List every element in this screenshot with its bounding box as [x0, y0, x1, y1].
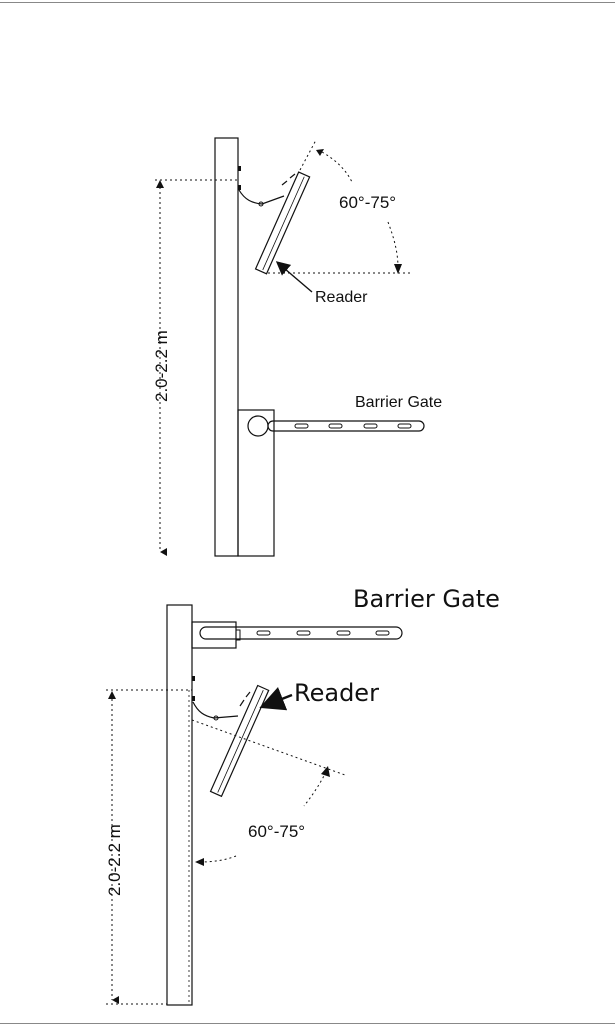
bottom-post	[167, 605, 192, 1005]
top-diagram: 60°-75° Reader Barrier Gate 2.0-2.2 m	[152, 138, 442, 556]
top-gate-housing	[238, 410, 274, 556]
bottom-reader-label: Reader	[294, 679, 379, 707]
bottom-angle-extension	[192, 720, 345, 775]
bottom-gate-arm	[200, 627, 402, 639]
top-reader-pointer	[278, 263, 312, 292]
top-angle-arc-lower	[388, 222, 398, 268]
top-height-label: 2.0-2.2 m	[152, 330, 171, 402]
bottom-gate-label: Barrier Gate	[353, 585, 500, 613]
bottom-gate-housing	[192, 622, 236, 648]
top-gate-label: Barrier Gate	[355, 394, 442, 411]
top-gate-pivot	[248, 416, 268, 436]
top-gate-arm-slots	[295, 424, 411, 428]
bottom-angle-label: 60°-75°	[248, 822, 305, 841]
top-post	[215, 138, 238, 556]
bottom-reader-pointer	[264, 695, 292, 706]
bottom-angle-arc-right	[304, 772, 326, 806]
top-reader-label: Reader	[315, 289, 368, 306]
top-angle-arc-upper	[322, 152, 352, 182]
bottom-height-label: 2.0-2.2 m	[105, 824, 124, 896]
top-angle-extension	[300, 140, 316, 170]
bottom-reader-panel	[211, 685, 269, 796]
bottom-diagram: Barrier Gate Reader 60°-75° 2.0-2.2 m	[105, 585, 500, 1005]
top-angle-label: 60°-75°	[339, 193, 396, 212]
bottom-angle-arc-left	[200, 856, 236, 862]
top-reader-panel	[256, 172, 310, 274]
bottom-gate-arm-slots	[257, 631, 389, 635]
top-gate-arm	[268, 421, 424, 431]
